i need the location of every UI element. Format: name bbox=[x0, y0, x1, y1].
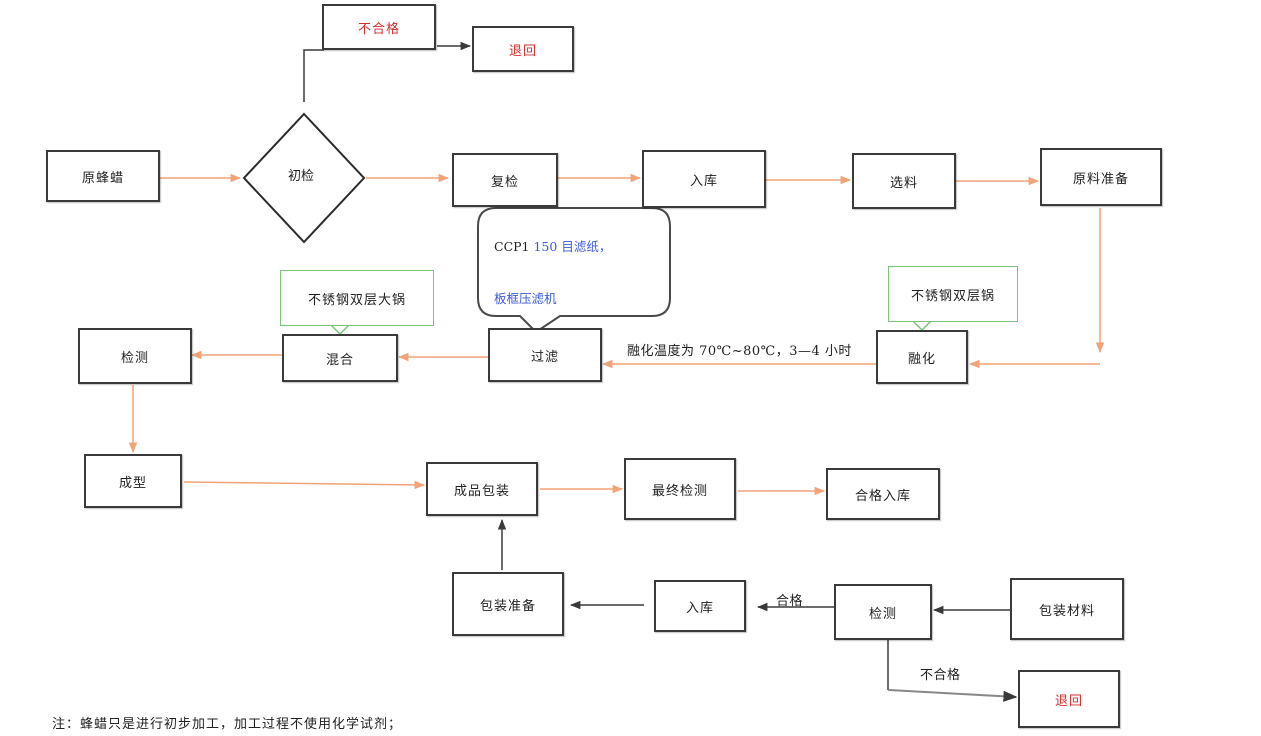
raw-wax-label: 原蜂蜡 bbox=[81, 170, 124, 186]
unqualified-edge-label: 不合格 bbox=[920, 668, 961, 683]
qualified-storage-label: 合格入库 bbox=[854, 488, 911, 504]
testing-label-2: 检测 bbox=[868, 606, 897, 622]
ccp-callout-shape bbox=[477, 207, 671, 334]
storage-label-1: 入库 bbox=[689, 173, 718, 189]
packaging-material-label: 包装材料 bbox=[1038, 603, 1095, 619]
packaging-prep-box: 包装准备 bbox=[452, 572, 564, 636]
ccp-callout-line-1: CCP1 150 目滤纸， bbox=[494, 236, 611, 255]
unqualified-box-top: 不合格 bbox=[322, 4, 436, 50]
packaging-prep-label: 包装准备 bbox=[479, 598, 536, 614]
ss-double-pot-right-label: 不锈钢双层锅 bbox=[910, 288, 995, 304]
plate-press-text: 板框压滤机 bbox=[494, 291, 557, 306]
pick-material-label: 选料 bbox=[889, 175, 918, 191]
pick-material-box: 选料 bbox=[852, 153, 956, 209]
return-box-bottom: 退回 bbox=[1018, 670, 1120, 728]
final-testing-box: 最终检测 bbox=[624, 458, 736, 520]
initial-check-diamond bbox=[242, 112, 366, 244]
product-packaging-box: 成品包装 bbox=[426, 462, 538, 516]
mixing-box: 混合 bbox=[282, 334, 398, 382]
return-label-bottom: 退回 bbox=[1054, 693, 1083, 709]
product-packaging-label: 成品包装 bbox=[453, 483, 510, 499]
arrow-initialcheck-up bbox=[303, 49, 324, 102]
ss-double-pot-top-callout: 不锈钢双层大锅 bbox=[280, 270, 434, 326]
ccp-prefix: CCP1 bbox=[494, 239, 530, 254]
forming-box: 成型 bbox=[84, 454, 182, 508]
testing-label-1: 检测 bbox=[120, 350, 149, 366]
storage-label-2: 入库 bbox=[685, 600, 714, 616]
arrow-forming-to-packaging bbox=[183, 480, 426, 490]
packaging-material-box: 包装材料 bbox=[1010, 578, 1124, 640]
return-label-top: 退回 bbox=[508, 43, 537, 59]
melt-temp-label: 融化温度为 70℃~80℃，3—4 小时 bbox=[627, 344, 852, 359]
storage-box-1: 入库 bbox=[642, 150, 766, 208]
final-testing-label: 最终检测 bbox=[651, 483, 708, 499]
filtering-label: 过滤 bbox=[530, 349, 559, 365]
initial-check-label: 初检 bbox=[287, 169, 314, 184]
ccp-mesh: 150 目滤纸， bbox=[533, 239, 612, 254]
testing-box-2: 检测 bbox=[834, 584, 932, 640]
recheck-box: 复检 bbox=[452, 153, 558, 207]
ss-double-pot-right-callout: 不锈钢双层锅 bbox=[888, 266, 1018, 322]
raw-wax-box: 原蜂蜡 bbox=[46, 150, 160, 202]
recheck-label: 复检 bbox=[490, 174, 519, 190]
melting-box: 融化 bbox=[876, 330, 968, 384]
qualified-storage-box: 合格入库 bbox=[826, 468, 940, 520]
filtering-box: 过滤 bbox=[488, 328, 602, 382]
footnote: 注：蜂蜡只是进行初步加工，加工过程不使用化学试剂； bbox=[52, 717, 403, 732]
storage-box-2: 入库 bbox=[654, 580, 746, 632]
mixing-label: 混合 bbox=[325, 352, 354, 368]
return-box-top: 退回 bbox=[472, 26, 574, 72]
ss-double-pot-top-label: 不锈钢双层大锅 bbox=[307, 292, 406, 308]
raw-material-prep-box: 原料准备 bbox=[1040, 148, 1162, 206]
unqualified-label-top: 不合格 bbox=[357, 21, 400, 37]
forming-label: 成型 bbox=[118, 475, 147, 491]
melting-label: 融化 bbox=[907, 351, 936, 367]
qualified-edge-label: 合格 bbox=[776, 594, 804, 609]
raw-material-prep-label: 原料准备 bbox=[1072, 171, 1129, 187]
testing-box-1: 检测 bbox=[78, 328, 192, 384]
